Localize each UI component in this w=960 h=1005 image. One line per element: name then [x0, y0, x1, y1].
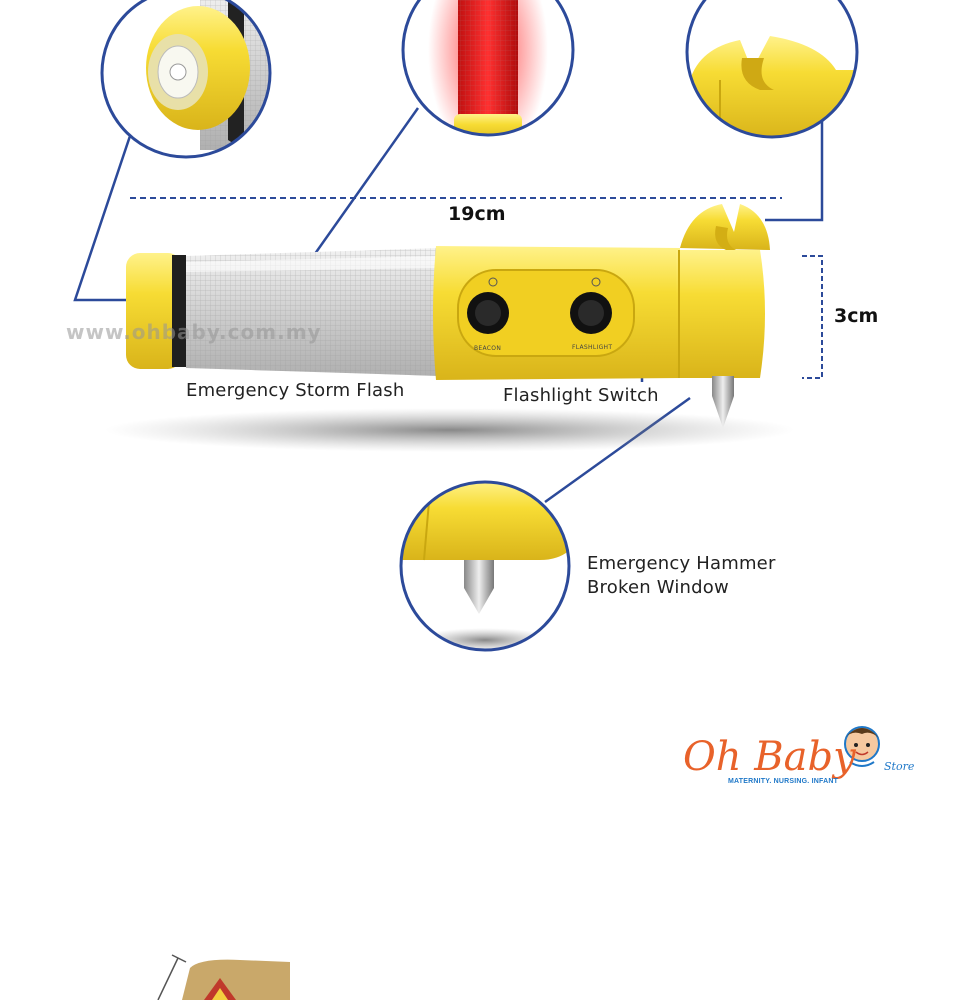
- next-product-preview: [157, 954, 290, 1001]
- watermark: www.ohbaby.com.my: [66, 320, 322, 344]
- flashlight-button-label: FLASHLIGHT: [572, 344, 613, 351]
- callout-flashlight-head: [100, 0, 272, 159]
- brand-logo-store: Store: [884, 760, 915, 773]
- callout-hammer: [399, 480, 571, 652]
- storm-flash-label: Emergency Storm Flash: [186, 380, 405, 401]
- main-product-image: [126, 204, 770, 428]
- diameter-dimension-bracket: [802, 255, 823, 379]
- hammer-label-line1: Emergency Hammer: [587, 553, 776, 574]
- baby-face-icon: [844, 726, 880, 767]
- length-label: 19cm: [448, 203, 506, 225]
- diameter-label: 3cm: [834, 305, 879, 327]
- brand-logo-name: Oh Baby: [683, 734, 856, 780]
- callout-seatbelt-cutter: [685, 0, 859, 139]
- beacon-button-label: BEACON: [474, 345, 502, 352]
- callout-red-storm-flash: [401, 0, 575, 137]
- hammer-label-line2: Broken Window: [587, 577, 729, 598]
- brand-logo-tagline: MATERNITY. NURSING. INFANT: [728, 778, 839, 785]
- flashlight-switch-label: Flashlight Switch: [503, 385, 659, 406]
- product-shadow: [105, 408, 795, 452]
